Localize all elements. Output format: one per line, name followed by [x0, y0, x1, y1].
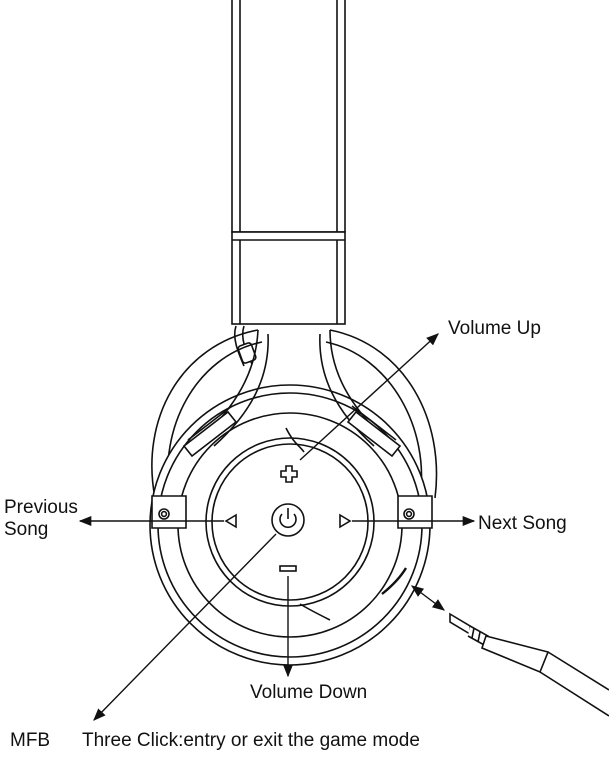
yoke-cable — [233, 325, 257, 367]
power-icon[interactable] — [271, 503, 305, 537]
mfb-label: MFB — [10, 730, 51, 751]
previous-song-line1: Previous — [4, 497, 78, 518]
plus-icon[interactable] — [280, 465, 298, 483]
arrows — [78, 333, 476, 721]
ear-cup — [149, 329, 438, 666]
next-song-label: Next Song — [478, 513, 567, 534]
previous-song-label: Previous Song — [4, 497, 78, 541]
minus-icon[interactable] — [279, 565, 297, 572]
volume-up-label: Volume Up — [448, 318, 541, 339]
left-triangle-icon[interactable] — [224, 513, 237, 529]
volume-down-label: Volume Down — [250, 682, 368, 703]
audio-cable — [449, 612, 609, 717]
mfb-arrow — [93, 533, 277, 721]
headband — [231, 0, 346, 325]
mfb-description: Three Click:entry or exit the game mode — [82, 730, 420, 751]
previous-song-line2: Song — [4, 519, 49, 540]
volume-up-arrow — [299, 333, 439, 461]
right-triangle-icon[interactable] — [339, 513, 352, 529]
jack-arrow — [410, 585, 446, 611]
